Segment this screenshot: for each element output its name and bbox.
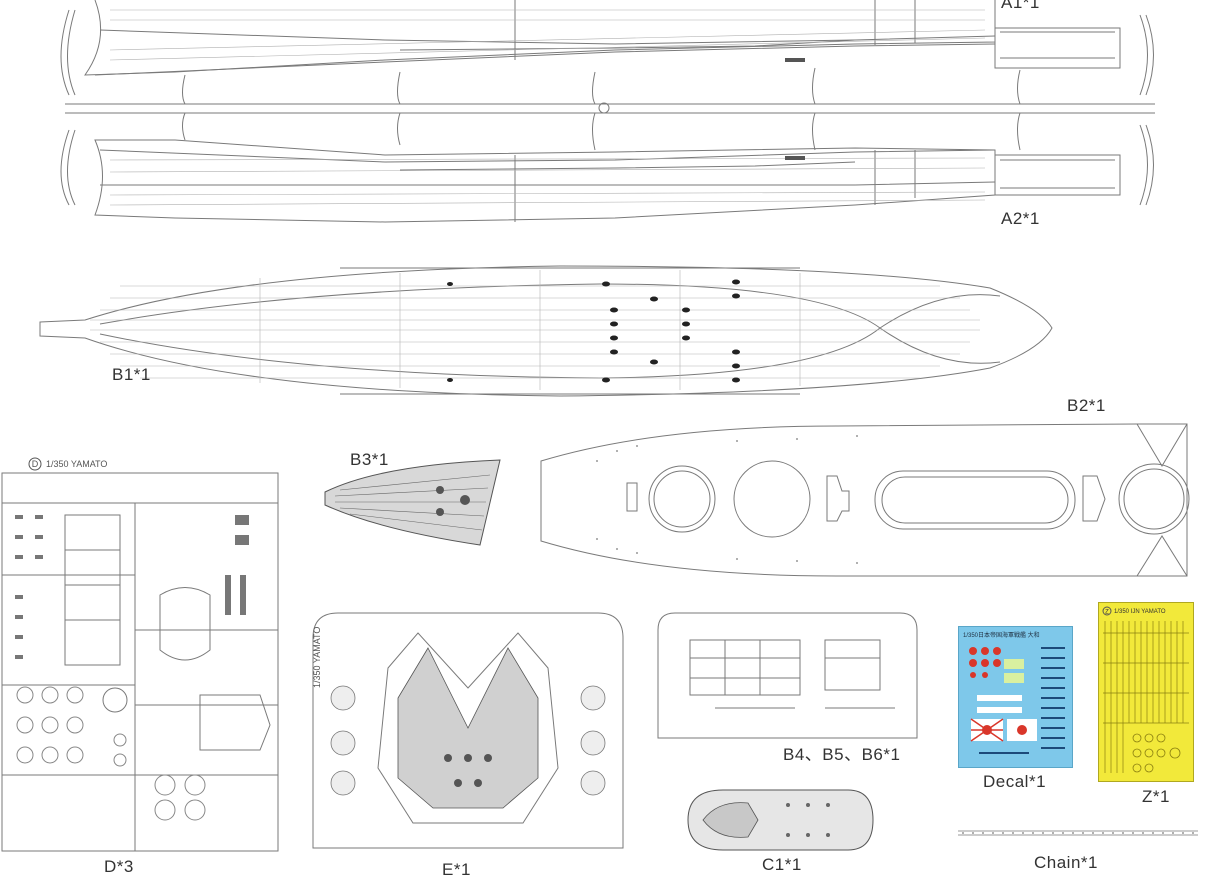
photo-etch-panel: Z 1/350 IJN YAMATO [1098,602,1194,782]
photo-etch-tag: 1/350 IJN YAMATO [1114,609,1166,615]
decal-sheet-title: 1/350日本帝国海軍戦艦 大和 [963,633,1040,639]
deck-b3-drawing [324,459,501,546]
sprue-e-tag: 1/350 YAMATO [312,627,322,688]
hull-sprue-a-drawing [60,0,1155,223]
deck-part-b3: B3*1 [320,450,505,550]
part-label-chain: Chain*1 [1034,853,1098,872]
deck-part-b1: B1*1 [39,258,1060,408]
part-label-d: D*3 [104,857,134,876]
chain-graphic [958,830,1198,836]
photo-etch-graphic: Z 1/350 IJN YAMATO [1102,606,1189,773]
anchor-chain: Chain*1 [958,825,1198,873]
sprue-d-tag: 1/350 YAMATO [46,459,107,469]
part-label-a1: A1*1 [1001,0,1040,12]
deck-b2-drawing [540,423,1190,577]
part-label-a2: A2*1 [1001,209,1040,228]
sprue-b456-drawing [657,612,918,739]
part-label-decal: Decal*1 [983,772,1047,791]
part-label-c1: C1*1 [762,855,802,874]
deck-part-b2: B2*1 [537,396,1197,581]
part-label-z: Z*1 [1142,787,1170,806]
sprue-d: D 1/350 YAMATO D*3 [0,455,285,876]
photo-etch-letter: Z [1105,610,1109,616]
decal-sheet-panel: 1/350日本帝国海軍戦艦 大和 [958,626,1073,768]
sprue-b456: B4、B5、B6*1 [655,608,920,768]
part-c1: C1*1 [678,785,878,874]
sprue-d-letter: D [32,459,39,469]
part-label-b2: B2*1 [1067,396,1106,415]
photo-etch-fret-z: Z 1/350 IJN YAMATO Z*1 [1098,602,1198,812]
sprue-e-drawing: 1/350 YAMATO [312,612,624,849]
hull-sprue-a: A1*1 A2*1 [55,0,1165,228]
deck-b1-drawing [39,265,1053,397]
decal-sheet: 1/350日本帝国海軍戦艦 大和 [958,626,1073,796]
part-label-b3: B3*1 [350,450,389,469]
part-label-b1: B1*1 [112,365,151,384]
decal-sheet-graphic [969,647,1065,754]
part-c1-drawing [687,789,874,851]
part-label-e: E*1 [442,860,471,879]
sprue-d-drawing: D 1/350 YAMATO [1,457,279,852]
sprue-e: 1/350 YAMATO E*1 [308,608,628,879]
part-label-b456: B4、B5、B6*1 [783,745,901,764]
